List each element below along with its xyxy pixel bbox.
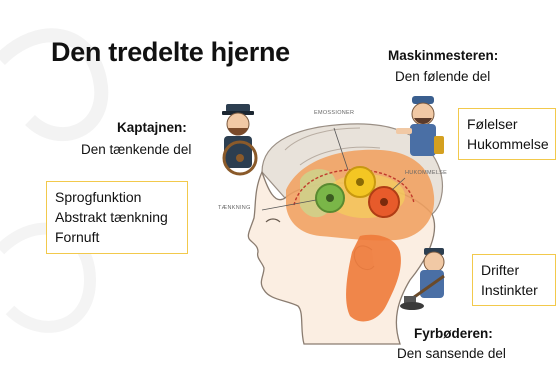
captain-description: Den tænkende del <box>81 142 192 157</box>
box-item: Fornuft <box>55 229 100 245</box>
box-item: Sprogfunktion <box>55 189 142 205</box>
gear-orange-icon <box>368 186 400 218</box>
eye <box>265 218 281 223</box>
box-sensing-functions: Drifter Instinkter <box>472 254 556 306</box>
gear-green-icon <box>315 183 345 213</box>
captain-name: Kaptajnen: <box>117 120 187 135</box>
engineer-description: Den følende del <box>395 69 491 84</box>
box-item: Hukommelse <box>467 136 549 152</box>
label-thinking: TÆNKNING <box>218 205 251 211</box>
stoker-description: Den sansende del <box>397 346 506 361</box>
label-memory: HUKOMMELSE <box>405 170 448 176</box>
box-item: Instinkter <box>481 282 538 298</box>
gear-yellow-icon <box>344 166 376 198</box>
stoker-figure <box>400 248 445 310</box>
engineer-figure <box>396 96 444 156</box>
box-thinking-functions: Sprogfunktion Abstrakt tænkning Fornuft <box>46 181 188 254</box>
box-item: Abstrakt tænkning <box>55 209 168 225</box>
engineer-name: Maskinmesteren: <box>388 48 499 63</box>
captain-figure <box>222 104 258 176</box>
box-item: Drifter <box>481 262 520 278</box>
brainstem <box>346 234 401 322</box>
box-item: Følelser <box>467 116 518 132</box>
page-title: Den tredelte hjerne <box>51 37 290 67</box>
label-emotions: EMOSSIONER <box>314 110 355 116</box>
stoker-name: Fyrbøderen: <box>414 326 493 341</box>
box-feeling-functions: Følelser Hukommelse <box>458 108 556 160</box>
